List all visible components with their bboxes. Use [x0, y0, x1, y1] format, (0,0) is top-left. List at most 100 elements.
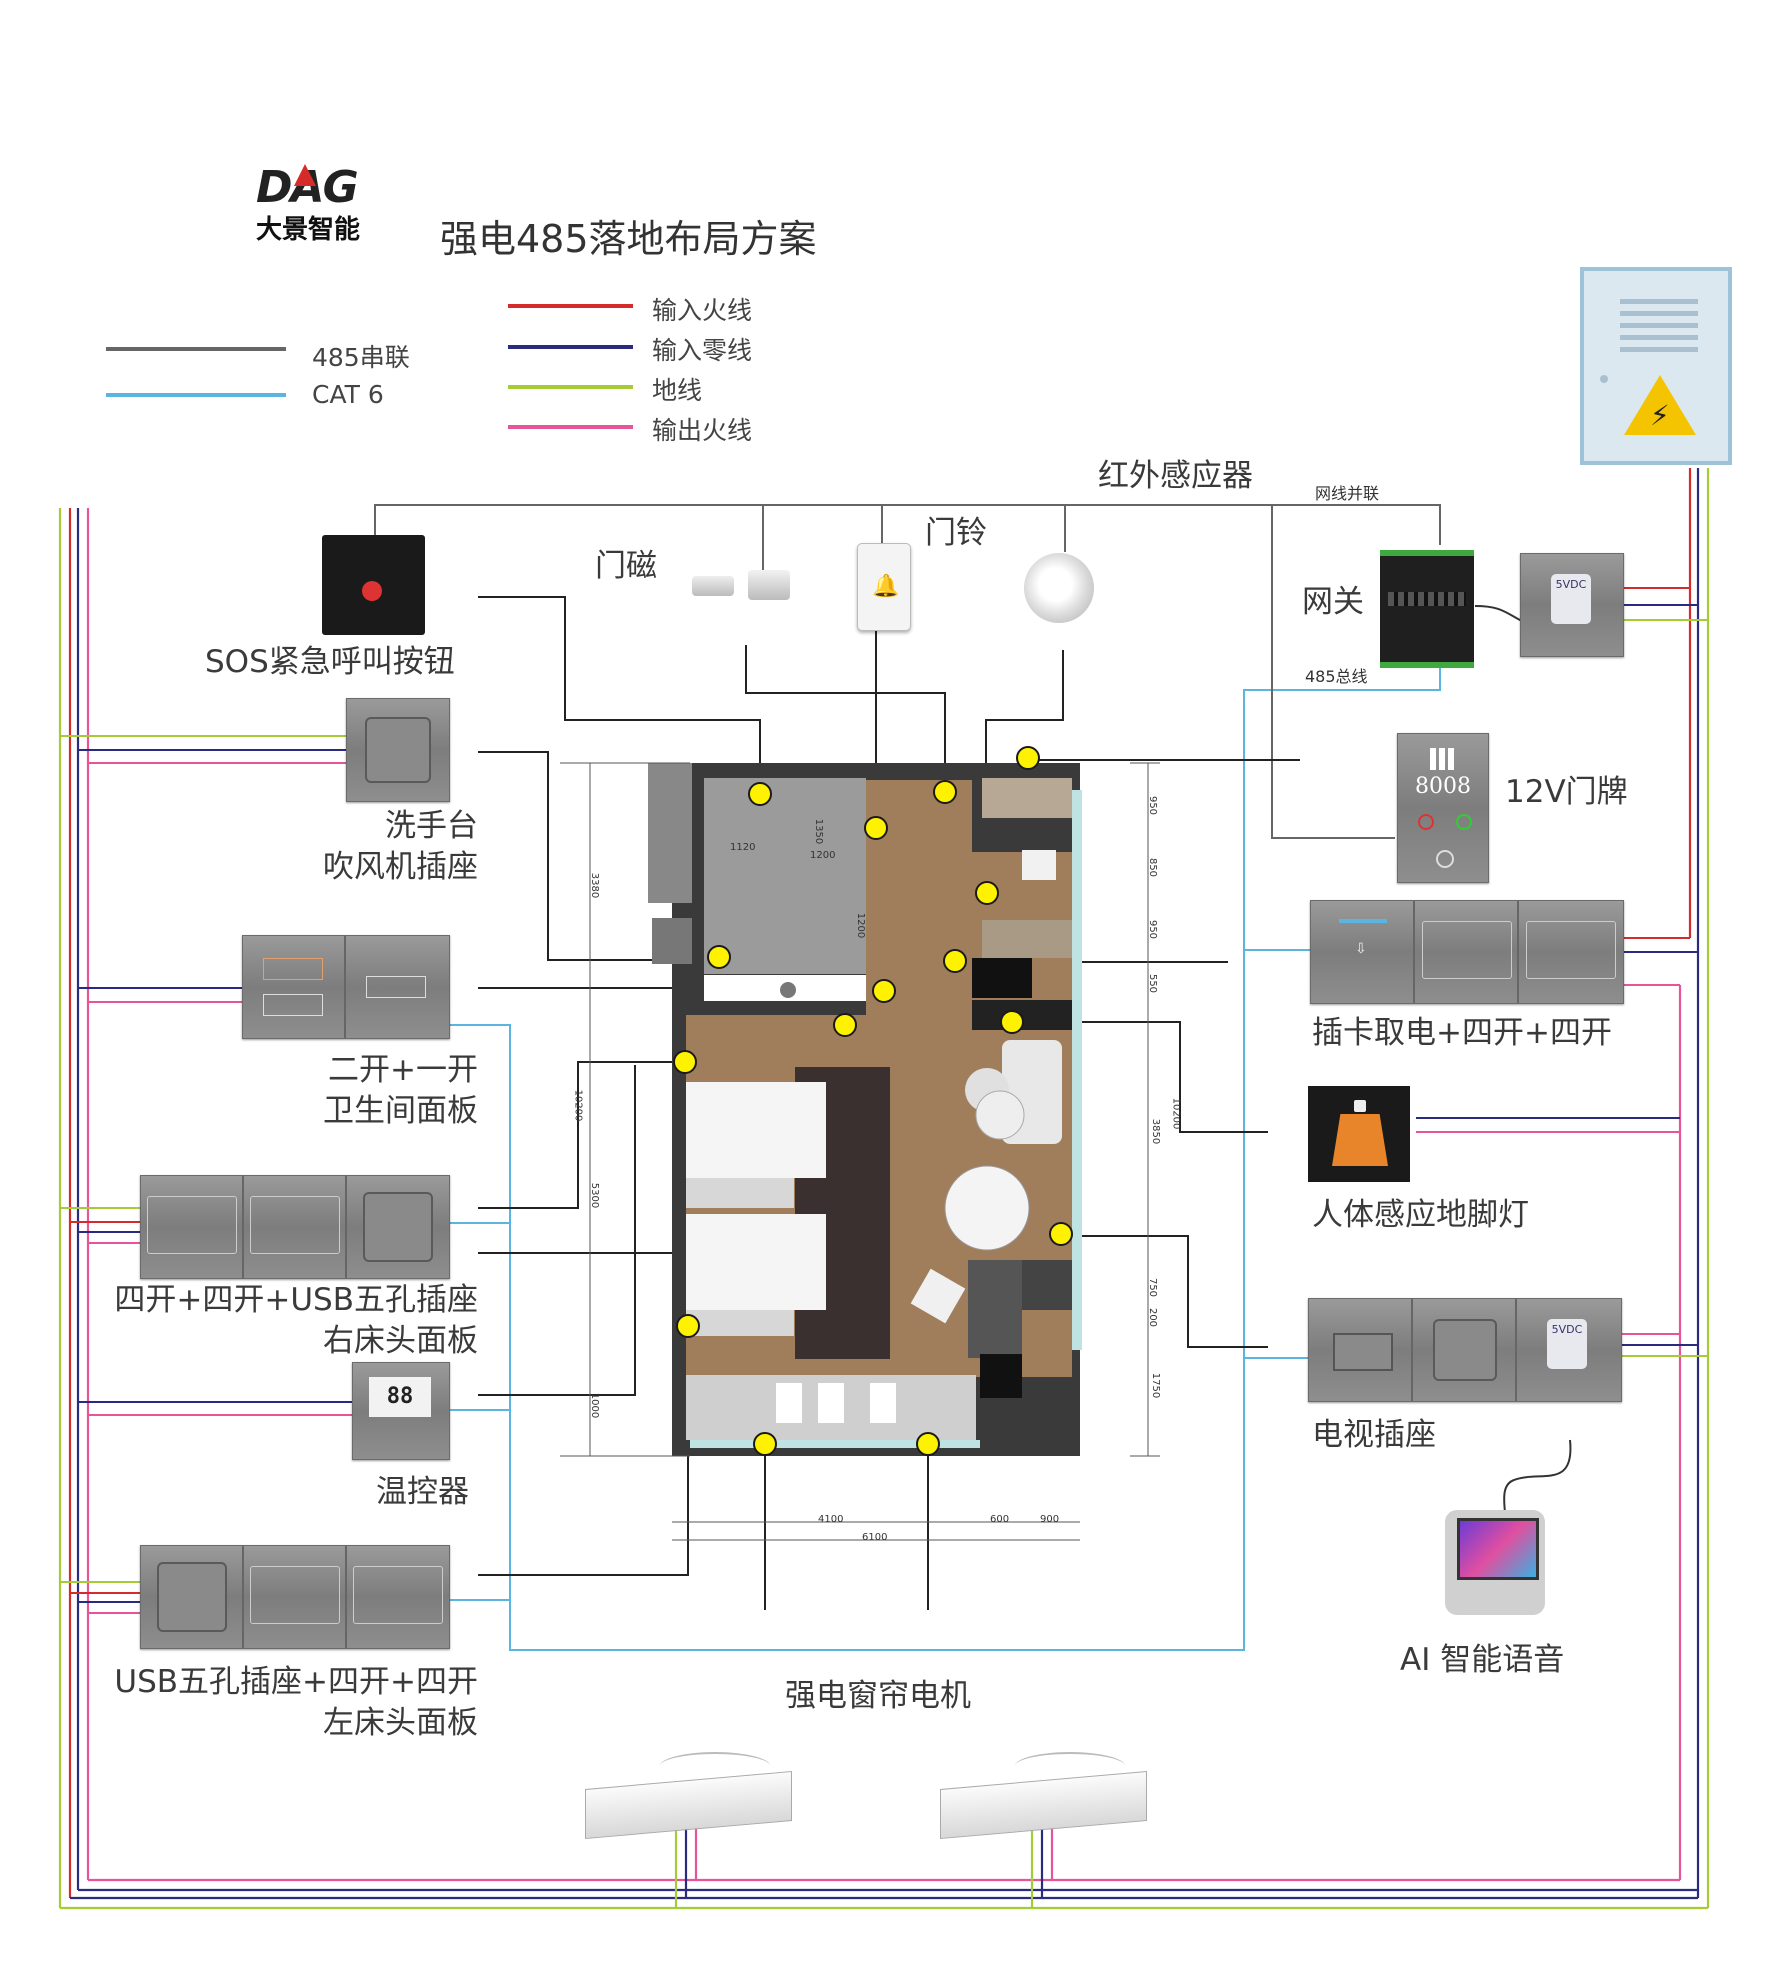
usb-socket-cell [141, 1546, 244, 1648]
dim-room-d: 1200 [855, 912, 867, 939]
four-gang-cell-2 [347, 1546, 449, 1648]
left-bed-label-2: 左床头面板 [323, 1704, 478, 1741]
four-gang-cell-2 [1519, 901, 1623, 1003]
high-voltage-icon [1624, 375, 1696, 435]
dim-left-3: 5300 [589, 1182, 601, 1209]
thermostat-display: 88 [386, 1384, 414, 1409]
switch-grid [353, 1566, 443, 1624]
foot-light-device [1308, 1086, 1410, 1182]
grid-icon [1430, 748, 1456, 770]
dim-room-a: 1350 [813, 818, 825, 845]
washbasin-label: 洗手台 吹风机插座 [323, 806, 478, 888]
marker-curtain-2 [916, 1432, 940, 1456]
doorbell-label: 门铃 [925, 515, 987, 551]
gateway-ports [1388, 592, 1466, 606]
dim-bottom-2: 600 [990, 1514, 1010, 1525]
foot-light-label: 人体感应地脚灯 [1312, 1197, 1529, 1233]
gateway-power-panel: 5VDC [1520, 553, 1624, 657]
dim-right-4: 550 [1147, 973, 1159, 994]
dim-right-6: 750 [1147, 1277, 1159, 1298]
dnd-icon [1418, 814, 1434, 830]
right-power-bus [1678, 468, 1710, 1908]
dim-right-8: 1750 [1150, 1372, 1162, 1399]
tv-coax-cell [1309, 1299, 1413, 1401]
room-number: 8008 [1415, 774, 1471, 799]
adapter-cell: 5VDC [1517, 1299, 1621, 1401]
rs485-lines [374, 504, 1441, 839]
motor-cable-2 [1015, 1752, 1125, 1780]
door-magnet-device [692, 568, 792, 602]
dim-right-3: 950 [1147, 919, 1159, 940]
washbasin-socket-panel [346, 698, 450, 802]
marker-door-plate [975, 881, 999, 905]
sensor-dot [1354, 1100, 1366, 1112]
marker-sos [748, 782, 772, 806]
left-bed-label: USB五孔插座+四开+四开 左床头面板 [114, 1662, 478, 1744]
foot-light-lens [1332, 1114, 1388, 1166]
washbasin-label-1: 洗手台 [385, 808, 478, 844]
dim-right-7: 200 [1147, 1307, 1159, 1328]
right-bed-label-1: 四开+四开+USB五孔插座 [114, 1282, 478, 1318]
right-feeders [1416, 587, 1708, 1357]
bathroom-label-1: 二开+一开 [328, 1052, 478, 1088]
arrow-icon: ⇩ [1355, 941, 1367, 957]
right-bed-panel [140, 1175, 450, 1279]
marker-door-magnet [933, 780, 957, 804]
lightning-icon: ⚡ [1650, 399, 1670, 432]
usb-five-hole-socket [363, 1192, 433, 1262]
magnet-part-b [748, 570, 790, 600]
dim-left-4: 1000 [589, 1392, 601, 1419]
switch-grid [250, 1566, 340, 1624]
switch-key [366, 976, 426, 998]
door-plate-device: 8008 [1397, 733, 1489, 883]
brand-name: 大景智能 [256, 215, 361, 245]
switch-grid [1526, 921, 1616, 979]
lock-dot [1600, 375, 1608, 383]
dim-left-2: 10200 [572, 1089, 584, 1122]
switch-key [263, 958, 323, 980]
network-parallel-label: 网线并联 [1315, 484, 1380, 503]
legend-485 [106, 347, 286, 351]
sos-red-button-icon [362, 581, 382, 601]
switch-grid [250, 1196, 340, 1254]
left-bed-panel [140, 1545, 450, 1649]
bathroom-label-2: 卫生间面板 [323, 1092, 478, 1129]
motor-cable-1 [660, 1752, 770, 1780]
marker-foot-light [1000, 1010, 1024, 1034]
marker-left-bed [676, 1314, 700, 1338]
legend-485-label: 485串联 [312, 343, 410, 372]
thermostat-device: 88 [352, 1362, 450, 1460]
bathroom-panel [242, 935, 450, 1039]
legend-live-out-label: 输出火线 [652, 416, 753, 445]
power-adapter: 5VDC [1547, 1319, 1587, 1369]
ai-voice-label: AI 智能语音 [1400, 1642, 1565, 1678]
two-gang-cell [243, 936, 346, 1038]
page-title: 强电485落地布局方案 [440, 217, 817, 261]
bell-icon: 🔔 [872, 574, 900, 599]
legend-live-in-label: 输入火线 [652, 296, 753, 325]
marker-right-bed [833, 1013, 857, 1037]
legend-neutral-in [508, 345, 633, 349]
door-magnet-label: 门磁 [595, 548, 657, 584]
card-slot-cell: ⇩ [1311, 901, 1415, 1003]
dim-room-b: 1120 [730, 842, 756, 853]
dim-right-total: 10200 [1170, 1097, 1182, 1130]
voice-cable [1503, 1439, 1572, 1516]
switch-grid [147, 1196, 237, 1254]
curtain-motor-label: 强电窗帘电机 [785, 1678, 971, 1714]
legend-ground [508, 385, 633, 389]
legend-cat6-label: CAT 6 [312, 380, 384, 409]
logo-accent [294, 164, 316, 186]
vent-lines [1620, 299, 1698, 359]
usb-socket-cell [347, 1176, 449, 1278]
four-gang-cell-1 [141, 1176, 244, 1278]
gateway-label: 网关 [1302, 584, 1364, 620]
tv-socket-label: 电视插座 [1312, 1417, 1436, 1453]
dim-right-1: 950 [1147, 795, 1159, 816]
card-slot-icon [1339, 919, 1387, 923]
switch-key [263, 994, 323, 1016]
legend-live-out [508, 425, 633, 429]
dim-left-1: 3380 [589, 872, 601, 899]
bottom-power-bus [60, 1820, 1708, 1910]
